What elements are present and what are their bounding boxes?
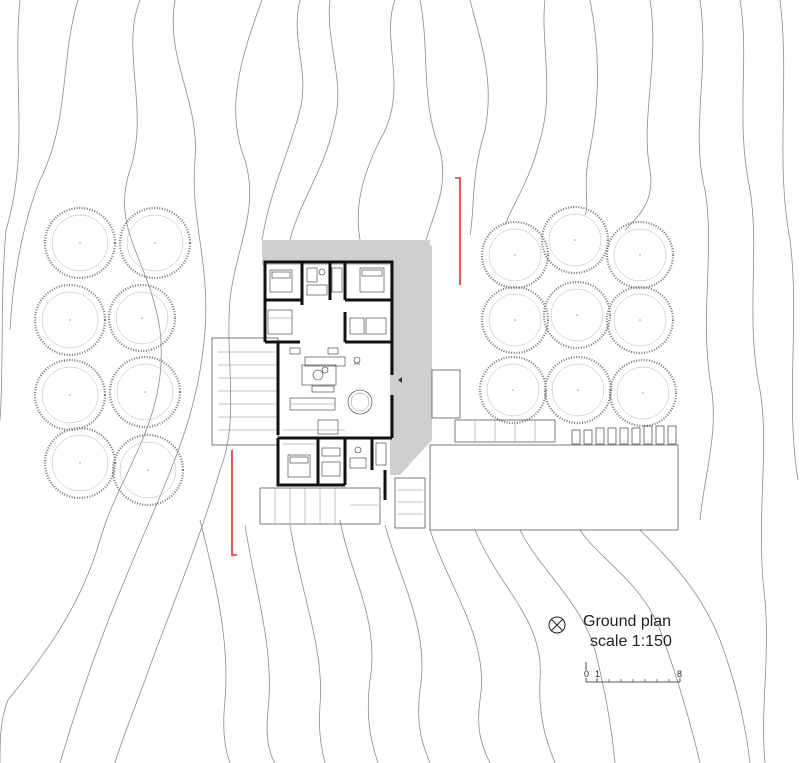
tree (118, 206, 192, 280)
house-plan (263, 260, 402, 500)
scale-bar: 0 1 8 (584, 662, 682, 683)
tree (111, 433, 185, 507)
contour-line (114, 0, 263, 763)
contour-line (0, 0, 162, 763)
legend: Ground plan scale 1:150 0 1 8 (548, 613, 682, 683)
roof-shadow-north (262, 240, 430, 265)
entry-arrow-icon (398, 377, 402, 383)
coffee-table (301, 364, 337, 386)
stove-icon (353, 356, 361, 364)
contour-line (639, 529, 751, 763)
south-steps (259, 487, 381, 525)
tree-cluster-right (478, 205, 678, 428)
contour-line (289, 524, 326, 763)
tree-cluster-left (33, 206, 192, 507)
contour-line (261, 0, 304, 241)
contour-line (429, 529, 491, 763)
roof-shadow-east (390, 245, 432, 440)
section-cut-markers (231, 177, 461, 556)
dining-table (347, 389, 373, 415)
sofa (304, 356, 346, 367)
scale-tick-label: 0 (584, 669, 589, 679)
tree (480, 220, 550, 290)
tree (43, 206, 117, 280)
contour-line (504, 0, 548, 226)
contour-line (584, 0, 598, 216)
roof-shadow-southeast (390, 440, 432, 475)
contour-line (244, 524, 276, 763)
tree (108, 355, 182, 429)
contour-line (698, 0, 714, 521)
contour-line (579, 529, 701, 763)
stepping-stones (571, 425, 677, 445)
contour-line (469, 0, 489, 236)
contour-line (0, 0, 21, 421)
contour-line (739, 0, 767, 763)
legend-title: Ground plan (583, 613, 671, 630)
tree (542, 280, 612, 350)
tree (33, 358, 107, 432)
legend-scale: scale 1:150 (590, 633, 672, 650)
tree (540, 205, 610, 275)
contour-line (474, 529, 556, 763)
contour-line (384, 524, 431, 763)
tree (608, 358, 678, 428)
tree (605, 220, 675, 290)
section-cut-mark-south (231, 450, 237, 556)
scale-tick-label: 8 (677, 669, 682, 679)
tree (543, 355, 613, 425)
tree (480, 285, 550, 355)
contour-line (289, 0, 339, 241)
tree (605, 285, 675, 355)
contour-line (199, 519, 231, 763)
east-terrace (394, 369, 679, 531)
north-arrow-icon (548, 616, 566, 634)
contour-line (357, 0, 396, 241)
tree (43, 426, 117, 500)
contour-line (779, 0, 799, 481)
contour-line (9, 0, 79, 331)
contour-line (519, 529, 616, 763)
scale-tick-label: 1 (595, 669, 600, 679)
double-bed (359, 267, 385, 293)
contour-line (624, 0, 654, 231)
double-bed (269, 269, 293, 293)
contour-line (339, 519, 379, 763)
tree (478, 355, 548, 425)
roof-shadow (262, 240, 432, 475)
contour-line (419, 0, 444, 246)
double-bed (287, 454, 311, 478)
section-cut-mark-north (455, 177, 461, 285)
wall-south-wing (276, 438, 345, 487)
west-deck (211, 337, 279, 446)
contour-line (59, 0, 207, 763)
tree (33, 283, 107, 357)
tree (107, 283, 177, 353)
